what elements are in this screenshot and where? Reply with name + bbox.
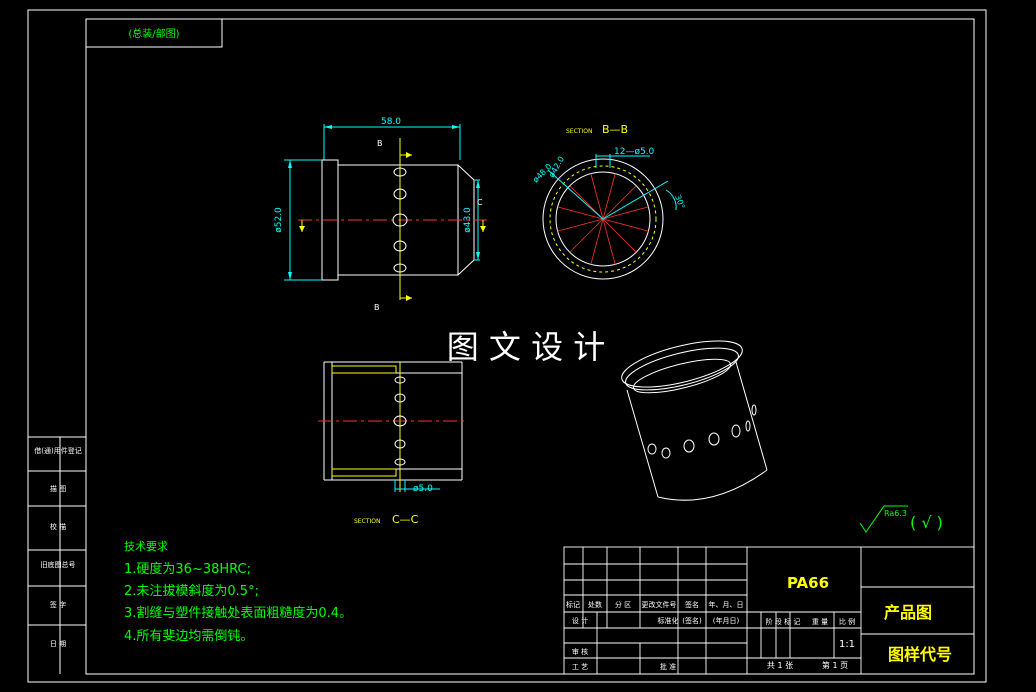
tb-stage-mark: 阶 段 标 记: [766, 617, 801, 626]
tb-scale: 1:1: [839, 639, 855, 650]
tb-hdr-count: 处数: [588, 600, 602, 609]
tb-approve: 批 准: [660, 662, 676, 671]
tb-hdr-sign: 签名: [685, 600, 699, 609]
bb-spoke: [602, 185, 637, 220]
tb-ratio: 比 例: [839, 617, 855, 626]
tb-product: 产品图: [884, 603, 932, 622]
inner-frame: [85, 18, 975, 675]
section-bb-small: SECTION: [566, 128, 592, 135]
bb-angle: 30°: [673, 194, 686, 210]
bb-spoke: [557, 218, 604, 232]
title-block-grid: [563, 546, 975, 675]
top-tag-box: [85, 18, 223, 48]
front-left-dia: ø52.0: [274, 207, 284, 233]
side-label-1: 借(通)用件登记: [34, 446, 81, 455]
roughness-symbol: Ra6.3 ( √ ): [859, 505, 943, 533]
tech-item-2: 2.未注拔模斜度为0.5°;: [124, 583, 259, 599]
side-label-3: 校 描: [50, 522, 66, 531]
tech-item-1: 1.硬度为36~38HRC;: [124, 561, 251, 577]
bb-spoke: [602, 218, 616, 265]
top-tag: (总装/部图): [128, 27, 179, 40]
tb-standardize: 标准化: [658, 616, 679, 625]
tb-design: 设 计: [572, 616, 588, 625]
bb-spoke: [602, 206, 649, 220]
tb-hdr-file: 更改文件号: [642, 600, 677, 609]
tb-date: (年月日): [713, 616, 740, 625]
label-b-bottom: B: [374, 303, 380, 312]
bb-spoke: [602, 218, 637, 253]
tb-hdr-date: 年、月、日: [709, 600, 744, 609]
side-label-column: [28, 436, 86, 674]
front-view: 58.0 ø52.0 ø43.0: [274, 117, 488, 312]
tb-hdr-mark: 标记: [566, 600, 580, 609]
tech-item-3: 3.割缝与塑件接触处表面粗糙度为0.4。: [124, 605, 352, 621]
tb-hdr-zone: 分 区: [615, 600, 631, 609]
bb-spoke: [569, 218, 604, 253]
label-b-top: B: [377, 139, 383, 148]
bb-spoke: [557, 206, 604, 220]
section-cc-small: SECTION: [354, 518, 380, 525]
front-width-dim: 58.0: [381, 117, 401, 127]
tb-weight: 重 量: [812, 618, 828, 626]
tb-sheet-no: 第 1 页: [822, 660, 848, 670]
bb-spoke: [590, 218, 604, 265]
tb-audit: 审 核: [572, 647, 588, 656]
cc-dim: ø5.0: [413, 484, 433, 494]
isometric-view: [621, 340, 768, 501]
watermark: 图 文 设 计: [447, 328, 606, 366]
section-cc-view: ø5.0 SECTION C—C: [318, 361, 468, 526]
roughness-value: Ra6.3: [884, 509, 907, 518]
section-bb-title: B—B: [602, 123, 628, 136]
side-label-2: 描 图: [50, 484, 66, 493]
tb-sign: (签名): [682, 616, 702, 625]
tech-item-4: 4.所有斐边均需倒钝。: [124, 629, 253, 644]
roughness-rest: ( √ ): [910, 513, 943, 532]
side-label-5: 签 字: [50, 600, 66, 609]
side-label-6: 日 期: [50, 640, 66, 648]
bb-slot-dim: 12—ø5.0: [614, 147, 655, 157]
label-c-right: C: [477, 198, 483, 207]
side-label-4: 旧底图总号: [41, 560, 76, 569]
bb-spoke: [602, 173, 616, 220]
section-bb-view: SECTION B—B 12—ø5.0 ø42.0 ø48.0 30°: [531, 123, 686, 280]
tb-sheets-total: 共 1 张: [767, 661, 793, 670]
tb-material: PA66: [787, 574, 829, 592]
outer-frame: [27, 9, 987, 683]
tech-title: 技术要求: [124, 540, 168, 553]
bb-spoke: [602, 218, 649, 232]
bb-spoke: [590, 173, 604, 220]
tb-drawing-no: 图样代号: [888, 645, 952, 664]
section-cc-title: C—C: [392, 513, 419, 526]
tb-process: 工 艺: [572, 663, 588, 671]
